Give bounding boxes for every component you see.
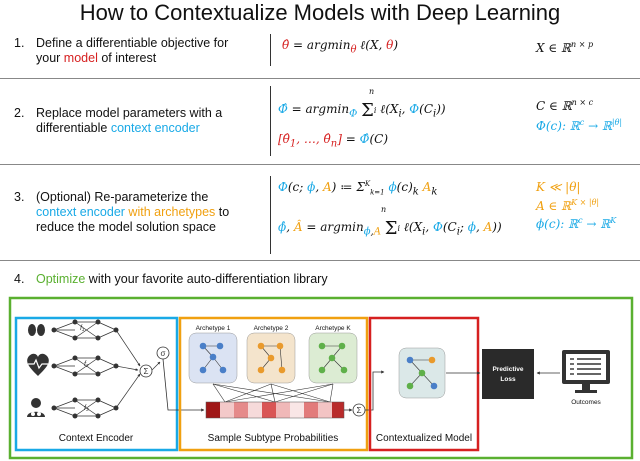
layer-label-f2: f₂ [84,361,89,368]
sigmoid-symbol: σ [161,349,166,358]
step-1-model-highlight: model [63,51,98,65]
step-1-number: 1. [14,36,25,50]
step-3-to: to [215,205,230,219]
step-3-formula-2: ϕ̂, Â = argminϕ,A Σi ℓ(Xi, Φ(Ci; ϕ, A)) … [278,205,502,239]
separator-3 [0,260,640,261]
layer-label-f3: f₃ [84,405,89,412]
subtype-probabilities-label: Sample Subtype Probabilities [208,433,339,444]
archetype-2: Archetype 2 [246,325,296,384]
step-4-text: Optimize with your favorite auto-differe… [36,272,328,287]
step-2-text: Replace model parameters with a differen… [36,106,222,136]
probability-bar [205,401,345,419]
subtype-probabilities-box [178,316,369,452]
contextualized-model-box [368,316,480,452]
step-1-post: of interest [97,51,157,65]
step-1-line-2: your model of interest [36,51,228,66]
step-3-number: 3. [14,190,25,204]
archetype-sum-symbol: Σ [357,406,362,415]
step-2-pre: differentiable [36,121,111,135]
contextualized-model-label: Contextualized Model [376,433,472,444]
step-1-divider [270,34,271,66]
archetype-1: Archetype 1 [188,325,238,384]
context-encoder-label: Context Encoder [59,433,134,444]
step-1-pre: your [36,51,64,65]
archetype-1-label: Archetype 1 [196,325,231,332]
contextualized-network [398,347,446,399]
step-2-line-1: Replace model parameters with a [36,106,223,120]
step-2-side-1: C ∈ ℝn × c [536,98,594,113]
predictive-loss-label-line-1: Predictive [492,366,523,373]
outcomes-label: Outcomes [571,399,601,406]
step-4-rest: with your favorite auto-differentiation … [85,272,328,286]
step-2-context-encoder-highlight: context encoder [110,121,200,135]
step-3-side-3: ϕ(c): ℝc → ℝK [536,216,617,231]
predictive-loss-label-line-2: Loss [500,376,516,383]
layer-label-f1: f₁ [80,325,85,332]
step-3-line-3: reduce the model solution space [36,220,216,234]
person-icon [27,398,45,417]
separator-2 [0,164,640,165]
optimize-frame [8,296,634,460]
step-3-divider [270,176,271,254]
step-3-side-2: A ∈ ℝK × |θ| [536,198,600,213]
context-encoder-box [14,316,179,452]
encoder-networks [53,321,161,417]
step-1-side: X ∈ ℝn × p [536,40,594,55]
step-3-archetypes-highlight: with archetypes [124,205,216,219]
step-3-line-2: context encoder with archetypes to [36,205,229,220]
page-title: How to Contextualize Models with Deep Le… [79,0,561,25]
archetype-k-label: Archetype K [315,325,351,332]
archetype-2-label: Archetype 2 [254,325,289,332]
step-4-number: 4. [14,272,25,286]
step-1-text: Define a differentiable objective for yo… [36,36,228,66]
kidney-icon [28,324,45,336]
step-3-context-encoder-highlight: context encoder [36,205,125,219]
step-3-formula-1: Φ(c; ϕ, A) ≔ ΣKk=1 ϕ(c)k Ak [278,180,438,198]
step-3-side-1: K ≪ |θ| [536,180,581,194]
step-2-formula-2: [θ̂1, …, θ̂n] = Φ̂(C) [278,132,388,150]
step-2-number: 2. [14,106,25,120]
encoder-nodes [51,319,119,419]
archetype-arrows [212,383,334,403]
step-3-line-1: (Optional) Re-parameterize the [36,190,209,204]
separator-1 [0,78,640,79]
archetype-k: Archetype K [308,325,358,384]
heart-icon [27,353,49,376]
step-4-optimize-highlight: Optimize [36,272,86,286]
step-2-divider [270,86,271,156]
predictive-loss-box [482,349,534,399]
sigmoid-to-probabilities-arrow [162,358,205,412]
step-1-formula: θ̂ = argminθ ℓ(X, θ) [282,38,399,56]
step-1-line-1: Define a differentiable objective for [36,36,229,50]
monitor-icon [562,350,610,393]
step-2-line-2: differentiable context encoder [36,121,222,136]
step-3-text: (Optional) Re-parameterize the context e… [36,190,229,235]
encoder-sum-symbol: Σ [144,367,149,376]
encoder-sum-node [139,364,153,378]
step-2-formula-1: Φ̂ = argminΦ Σi ℓ(Xi, Φ(Ci)) n [278,87,446,121]
step-2-side-2: Φ(c): ℝc → ℝ|θ| [536,118,623,133]
layer-labels: f₁ f₂ f₃ [80,325,89,412]
